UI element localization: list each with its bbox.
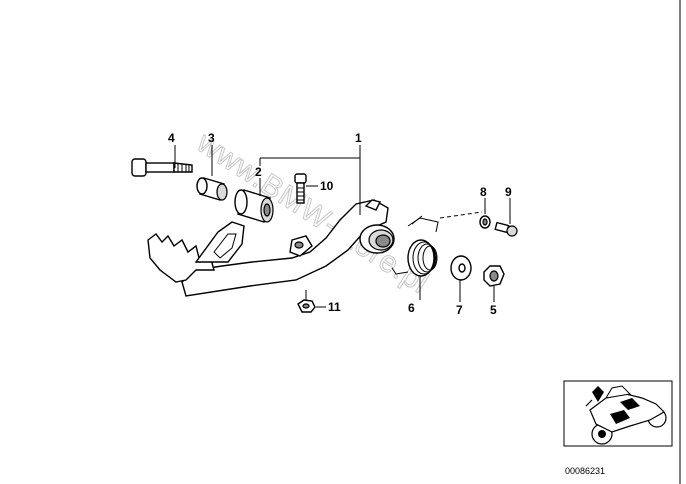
motorcycle-icon: [585, 385, 667, 445]
part-washer-7: [450, 255, 472, 281]
part-nut-5: [483, 265, 505, 287]
part-washer-8: [479, 215, 491, 229]
part-nut-11: [297, 299, 316, 313]
callout-4: 4: [168, 131, 175, 145]
callout-3: 3: [208, 131, 215, 145]
part-bolt-10: [294, 173, 307, 204]
part-bushing-3: [196, 177, 228, 201]
part-bushing-2: [234, 189, 274, 223]
part-screw-9: [494, 221, 518, 237]
callout-2: 2: [255, 165, 262, 179]
callout-1: 1: [355, 131, 362, 145]
callout-11: 11: [328, 300, 341, 314]
callout-5: 5: [490, 303, 497, 317]
callout-9: 9: [505, 185, 512, 199]
part-spring-6: [391, 215, 439, 277]
callout-6: 6: [408, 301, 415, 315]
part-bolt-4: [131, 158, 193, 177]
motorcycle-thumbnail: 00086231: [563, 380, 673, 476]
leader-lines: [174, 145, 511, 308]
callout-10: 10: [320, 179, 334, 193]
thumbnail-code: 00086231: [565, 466, 605, 476]
callout-8: 8: [480, 185, 487, 199]
part-brake-pedal-1: [147, 199, 395, 297]
callout-7: 7: [456, 303, 463, 317]
